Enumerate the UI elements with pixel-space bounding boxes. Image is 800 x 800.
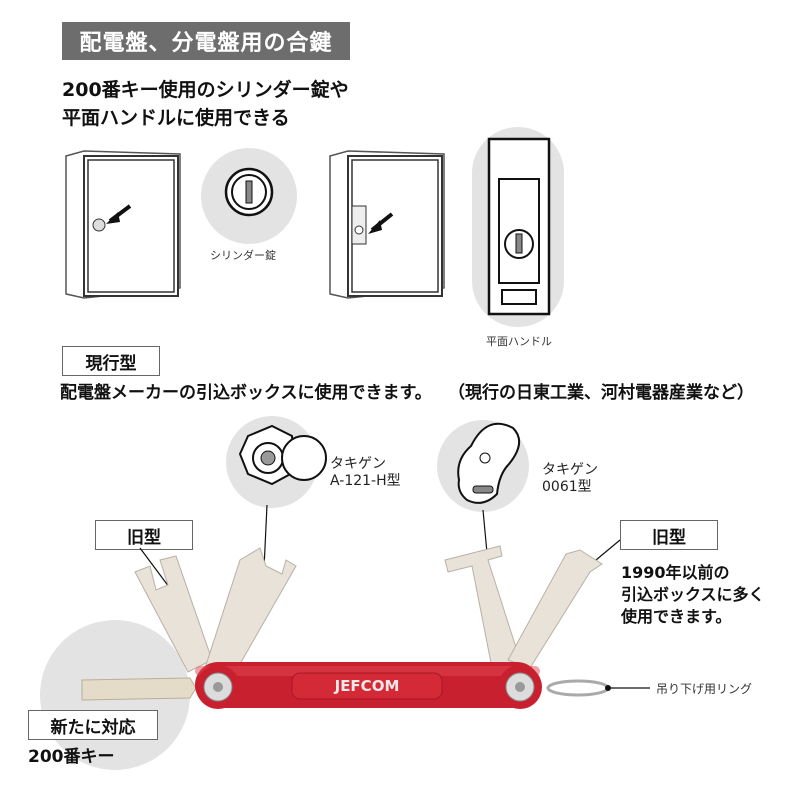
- a121h-model: A-121-H型: [330, 473, 401, 489]
- page-title: 配電盤、分電盤用の合鍵: [62, 22, 350, 60]
- cabinet-cylinder-icon: [65, 150, 181, 299]
- cylinder-lock-detail: [201, 148, 297, 244]
- old-type-line-1: 1990年以前の: [621, 563, 730, 582]
- t0061-detail: [437, 420, 529, 512]
- current-type-badge: 現行型: [62, 346, 160, 376]
- current-type-description: 配電盤メーカーの引込ボックスに使用できます。: [60, 383, 432, 403]
- t0061-lock-icon: [457, 422, 520, 504]
- old-type-line-3: 使用できます。: [621, 607, 732, 626]
- intro-line-2: 平面ハンドルに使用できる: [62, 107, 290, 129]
- old-type-left-badge: 旧型: [95, 520, 193, 550]
- intro-text: 200番キー使用のシリンダー錠や 平面ハンドルに使用できる: [62, 76, 349, 132]
- old-type-line-2: 引込ボックスに多く: [621, 585, 765, 604]
- a121h-detail: [226, 416, 327, 508]
- new-support-caption: 200番キー: [28, 747, 115, 767]
- old-type-right-badge: 旧型: [620, 520, 718, 550]
- brand-logo: JEFCOM: [334, 677, 400, 695]
- cylinder-lock-icon: [224, 167, 274, 217]
- t0061-maker: タキゲン: [542, 462, 598, 478]
- t0061-model: 0061型: [542, 479, 592, 495]
- a121h-maker: タキゲン: [330, 456, 386, 472]
- a121h-callout: タキゲン A-121-H型: [330, 456, 401, 490]
- cylinder-lock-label: シリンダー錠: [210, 249, 276, 262]
- flat-handle-label: 平面ハンドル: [486, 335, 552, 348]
- intro-line-1: 200番キー使用のシリンダー錠や: [62, 79, 349, 101]
- flat-handle-icon: [487, 137, 551, 316]
- old-type-right-description: 1990年以前の 引込ボックスに多く 使用できます。: [621, 562, 765, 628]
- flat-handle-detail: [472, 127, 564, 327]
- ring-label: 吊り下げ用リング: [656, 682, 753, 696]
- current-type-makers: （現行の日東工業、河村電器産業など）: [448, 383, 754, 403]
- new-support-badge: 新たに対応: [28, 710, 158, 740]
- t0061-callout: タキゲン 0061型: [542, 462, 598, 496]
- cabinet-flat-handle-icon: [329, 150, 445, 299]
- a121h-lock-icon: [238, 424, 327, 486]
